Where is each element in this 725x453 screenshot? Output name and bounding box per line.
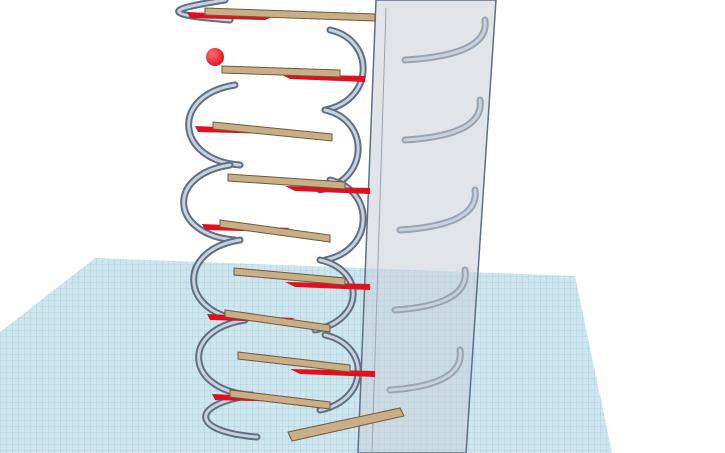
- wooden-board: [229, 389, 331, 410]
- wooden-board: [204, 7, 376, 22]
- red-ramp: [285, 186, 370, 194]
- exit-board: [287, 407, 405, 442]
- marble-ball[interactable]: [206, 48, 224, 66]
- wooden-board: [221, 65, 341, 78]
- wooden-board: [224, 309, 331, 333]
- ramp-boards: [187, 7, 405, 442]
- wooden-board: [237, 351, 351, 373]
- track-arc-right: [316, 106, 362, 194]
- wooden-board: [212, 121, 333, 142]
- track-arc-right-inner: [318, 108, 360, 192]
- panel-edge: [371, 7, 387, 453]
- panel-face: [357, 0, 497, 453]
- track-arc-left-inner: [187, 83, 242, 167]
- red-ramp: [290, 369, 375, 377]
- transparent-support-panel[interactable]: [357, 0, 497, 453]
- track-arc-left-inner: [182, 163, 237, 242]
- red-ramp: [285, 282, 370, 290]
- wooden-board: [227, 173, 346, 190]
- track-arc-right-inner: [323, 28, 365, 112]
- marble: [206, 48, 224, 66]
- wooden-board: [233, 267, 346, 286]
- wooden-board: [219, 219, 331, 243]
